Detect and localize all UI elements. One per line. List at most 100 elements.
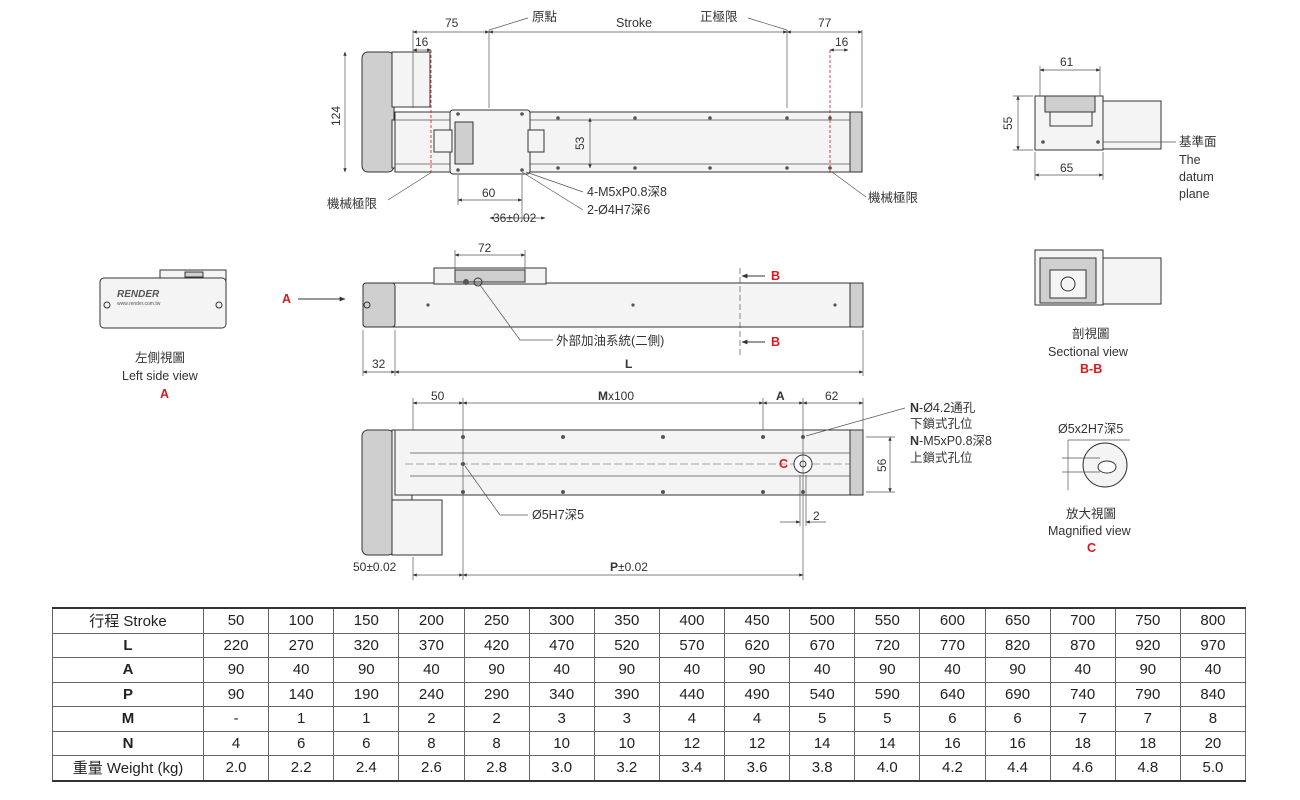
table-cell: 770 (919, 632, 986, 658)
render-logo: RENDER (117, 289, 160, 300)
side-rail (362, 282, 864, 328)
bottom-view: 50 Mx100 A 62 56 2 50±0.02 P±0.02 C Ø5H7… (353, 389, 992, 580)
left-side-view: RENDER www.render.com.tw 左側視圖 Left side … (99, 269, 227, 401)
table-cell: 16 (984, 730, 1051, 756)
table-cell: 4.6 (1049, 755, 1116, 782)
table-cell: 320 (333, 632, 400, 658)
table-cell: 7 (1114, 706, 1181, 732)
dim-77: 77 (818, 16, 832, 30)
table-cell: 6 (333, 730, 400, 756)
table-cell: 600 (919, 607, 986, 634)
dim-L: L (625, 357, 632, 371)
motor-block (361, 51, 395, 173)
bottom-rail (394, 429, 864, 496)
table-cell: 970 (1179, 632, 1247, 658)
magnified-view: Ø5x2H7深5 放大視圖 Magnified view C (1048, 422, 1132, 555)
dim-16-right: 16 (835, 35, 849, 49)
table-cell: 450 (723, 607, 791, 634)
table-cell: 90 (463, 657, 530, 683)
table-cell: 700 (1049, 607, 1116, 634)
dim-56: 56 (875, 458, 889, 472)
row-header: L (52, 632, 204, 658)
callout-m5: 4-M5xP0.8深8 (587, 185, 667, 199)
table-cell: 2.6 (398, 755, 465, 782)
table-cell: 340 (528, 681, 595, 707)
top-view: 75 原點 Stroke 正極限 77 16 16 124 53 60 36±0… (327, 9, 919, 225)
table-cell: 40 (919, 657, 986, 683)
table-cell: 420 (463, 632, 530, 658)
dim-50: 50 (431, 389, 445, 403)
table-cell: 40 (528, 657, 595, 683)
table-cell: 40 (658, 657, 726, 683)
table-cell: 920 (1114, 632, 1181, 658)
table-cell: 40 (1179, 657, 1247, 683)
table-cell: 40 (398, 657, 465, 683)
table-cell: 750 (1114, 607, 1181, 634)
left-side-title-en: Left side view (122, 369, 199, 383)
table-cell: 5 (854, 706, 921, 732)
dim-A: A (776, 389, 785, 403)
table-cell: 250 (463, 607, 530, 634)
datum-en-1: The (1179, 153, 1201, 167)
table-cell: 4.0 (854, 755, 921, 782)
dim-50-tol: 50±0.02 (353, 560, 397, 574)
section-B-bottom: B (771, 335, 780, 349)
table-cell: 8 (398, 730, 465, 756)
table-cell: 6 (268, 730, 335, 756)
table-cell: 520 (593, 632, 660, 658)
table-cell: 2.8 (463, 755, 530, 782)
table-cell: 540 (789, 681, 856, 707)
table-cell: 4.2 (919, 755, 986, 782)
table-cell: 300 (528, 607, 595, 634)
table-cell: 4.4 (984, 755, 1051, 782)
table-cell: 200 (398, 607, 465, 634)
table-cell: 14 (854, 730, 921, 756)
table-cell: 8 (1179, 706, 1247, 732)
table-cell: 2 (398, 706, 465, 732)
table-cell: 840 (1179, 681, 1247, 707)
table-cell: 10 (528, 730, 595, 756)
row-header: A (52, 657, 204, 683)
table-cell: 3.2 (593, 755, 660, 782)
table-cell: 2 (463, 706, 530, 732)
table-cell: 16 (919, 730, 986, 756)
table-cell: 8 (463, 730, 530, 756)
dim-124: 124 (329, 106, 343, 126)
datum-en-2: datum (1179, 170, 1214, 184)
table-cell: - (202, 706, 270, 732)
table-cell: 90 (854, 657, 921, 683)
row-header: 重量 Weight (kg) (52, 755, 204, 782)
table-cell: 370 (398, 632, 465, 658)
table-cell: 500 (789, 607, 856, 634)
table-cell: 6 (984, 706, 1051, 732)
row-header: M (52, 706, 204, 732)
stroke-label: Stroke (616, 16, 652, 30)
arrow-A-label: A (282, 292, 291, 306)
hole-label: Ø5H7深5 (532, 508, 584, 522)
render-url: www.render.com.tw (117, 301, 161, 307)
section-tag: B-B (1080, 362, 1102, 376)
n-hole-line2: 下鎖式孔位 (910, 416, 973, 431)
datum-en-3: plane (1179, 187, 1210, 201)
table-cell: 800 (1179, 607, 1247, 634)
bottom-motor (361, 429, 395, 556)
table-cell: 3.4 (658, 755, 726, 782)
row-header: P (52, 681, 204, 707)
table-cell: 7 (1049, 706, 1116, 732)
row-header: 行程 Stroke (52, 607, 204, 634)
table-cell: 390 (593, 681, 660, 707)
mech-limit-left: 機械極限 (327, 196, 378, 211)
n-hole-line3: N-M5xP0.8深8 (910, 434, 992, 448)
table-cell: 4 (202, 730, 270, 756)
table-cell: 4.8 (1114, 755, 1181, 782)
table-cell: 90 (984, 657, 1051, 683)
table-cell: 740 (1049, 681, 1116, 707)
table-cell: 570 (658, 632, 726, 658)
left-side-body (99, 277, 227, 329)
